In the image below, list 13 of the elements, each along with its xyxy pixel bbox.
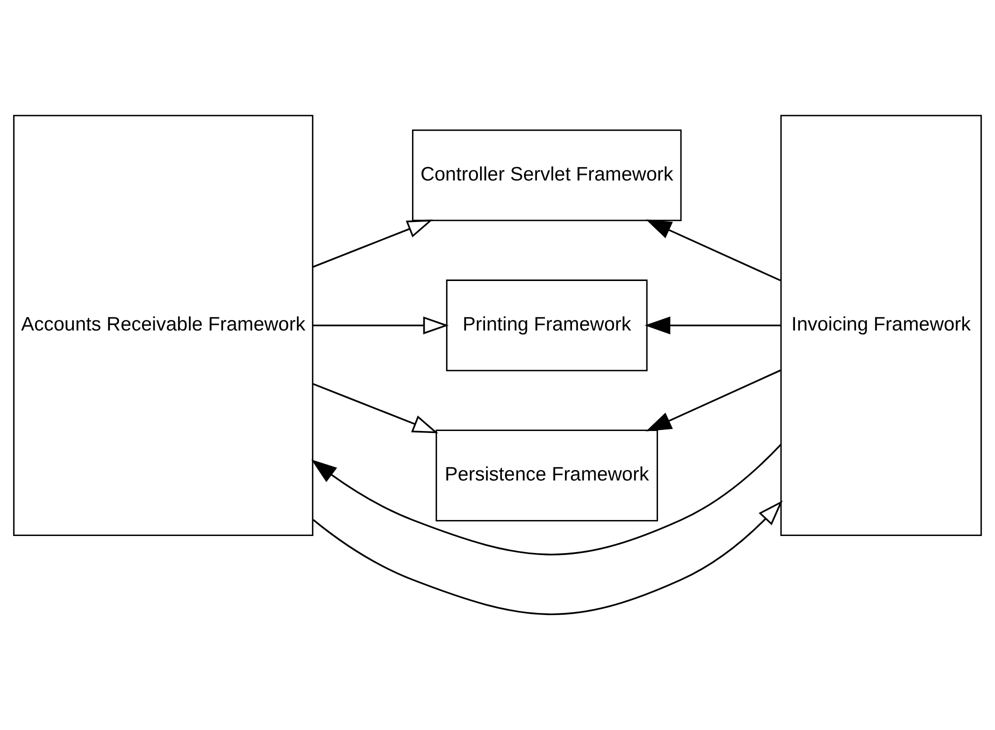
node-box: Invoicing Framework — [780, 114, 982, 536]
arrow — [646, 220, 781, 282]
arrow — [312, 316, 449, 334]
arrow — [312, 500, 783, 616]
node-box: Persistence Framework — [436, 430, 658, 522]
node-box: Controller Servlet Framework — [412, 129, 682, 222]
arrow — [312, 220, 433, 268]
arrow — [644, 316, 781, 334]
arrow — [312, 383, 438, 434]
arrow — [311, 444, 782, 556]
node-box: Printing Framework — [446, 280, 648, 372]
node-box: Accounts Receivable Framework — [13, 114, 314, 536]
arrow — [646, 370, 781, 432]
